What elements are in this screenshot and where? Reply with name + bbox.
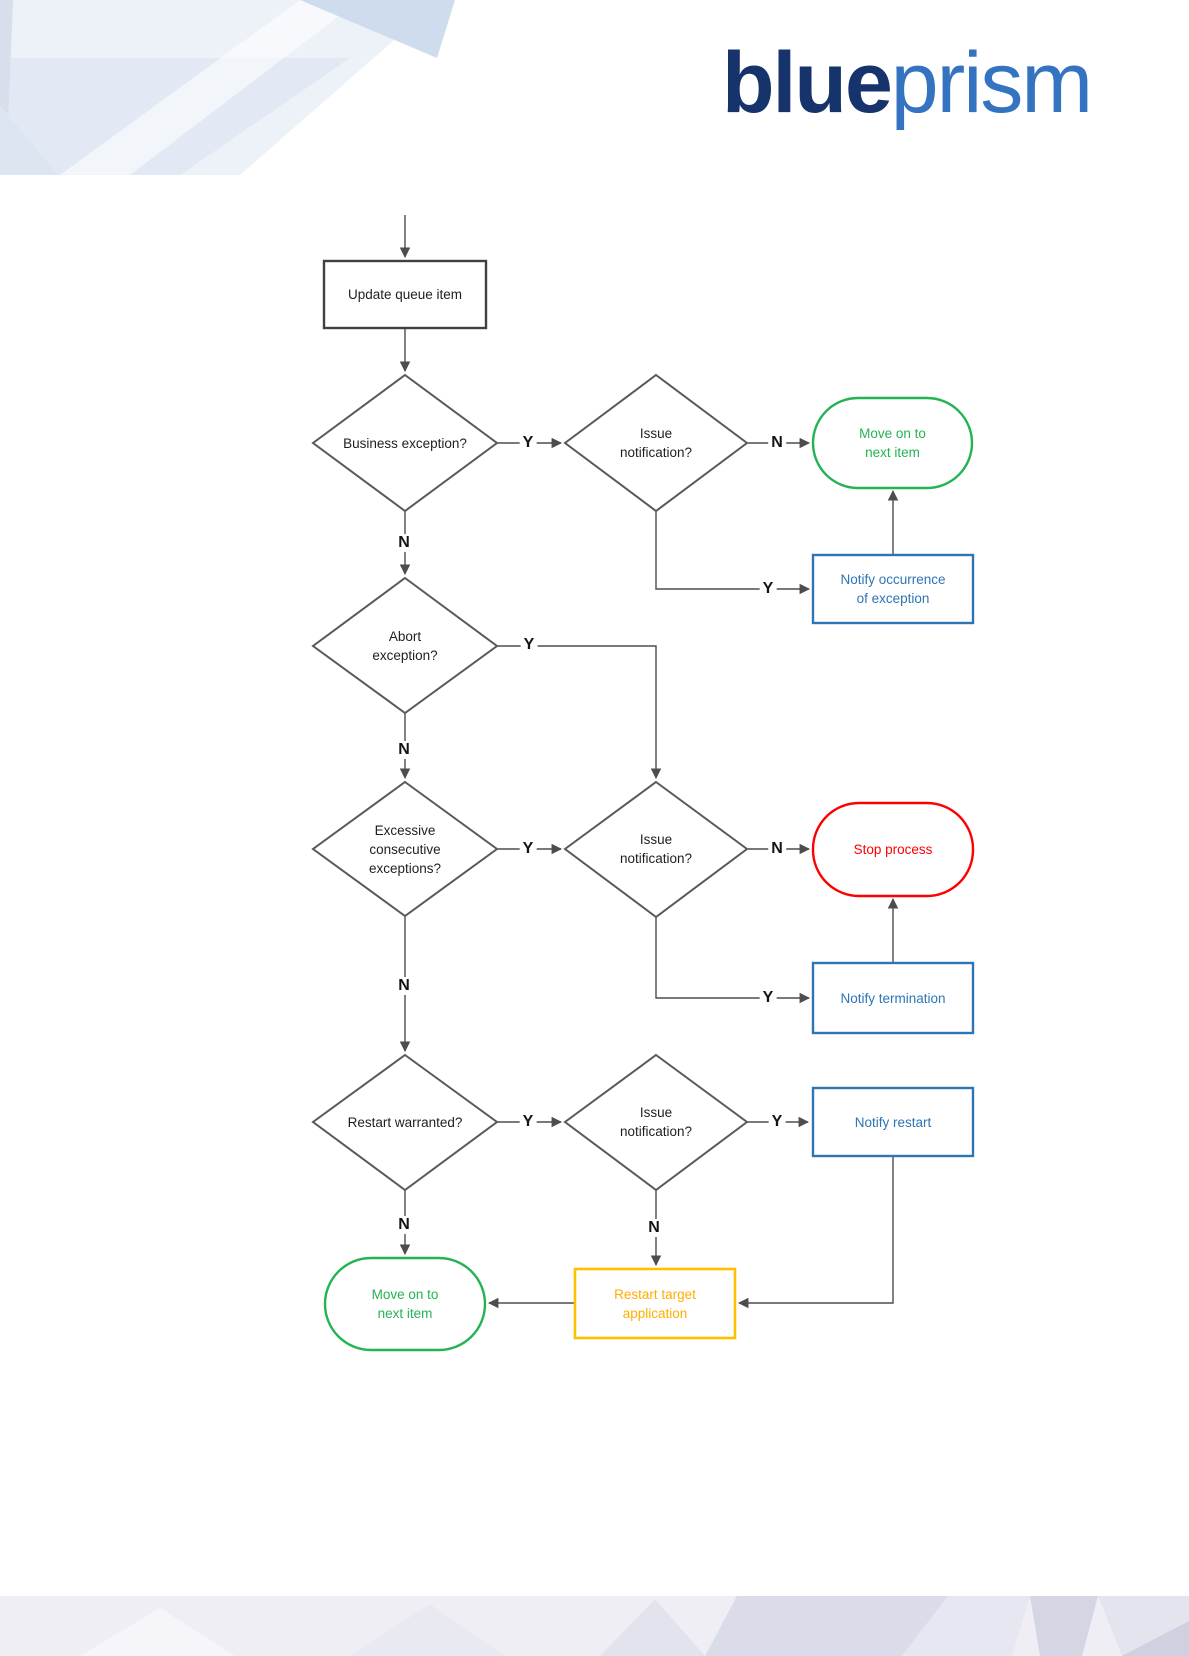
notify-termination-shape — [811, 961, 975, 1035]
notify-restart-shape — [811, 1086, 975, 1158]
logo-text-blue: blue — [722, 35, 893, 131]
brand-logo: blueprism — [722, 30, 1093, 140]
issue-notification-1-shape — [563, 373, 749, 513]
edge-abort-issue2 — [497, 645, 662, 780]
move-on-1-shape — [811, 396, 974, 490]
edge-notifyrestart-restarttarget — [737, 1156, 894, 1309]
issue-notification-2-shape — [563, 780, 749, 919]
abort-exception-shape — [311, 576, 499, 715]
issue-notification-3-shape — [563, 1053, 749, 1192]
decorative-facets-top-left — [0, 0, 455, 175]
notify-occurrence-shape — [811, 553, 975, 625]
stop-process-shape — [811, 801, 975, 898]
decorative-facets-bottom — [0, 1596, 1189, 1656]
restart-warranted-shape — [311, 1053, 499, 1192]
business-exception-shape — [311, 373, 499, 513]
logo-text-prism: prism — [890, 35, 1093, 131]
excessive-exceptions-shape — [311, 780, 499, 918]
edge-issue1-notifyoccurrence — [655, 511, 811, 595]
restart-target-shape — [573, 1267, 737, 1340]
flowchart-shapes — [311, 259, 975, 1352]
edge-issue2-notifytermination — [655, 917, 811, 1004]
update-queue-item-shape — [322, 259, 488, 330]
move-on-2-shape — [323, 1256, 487, 1352]
